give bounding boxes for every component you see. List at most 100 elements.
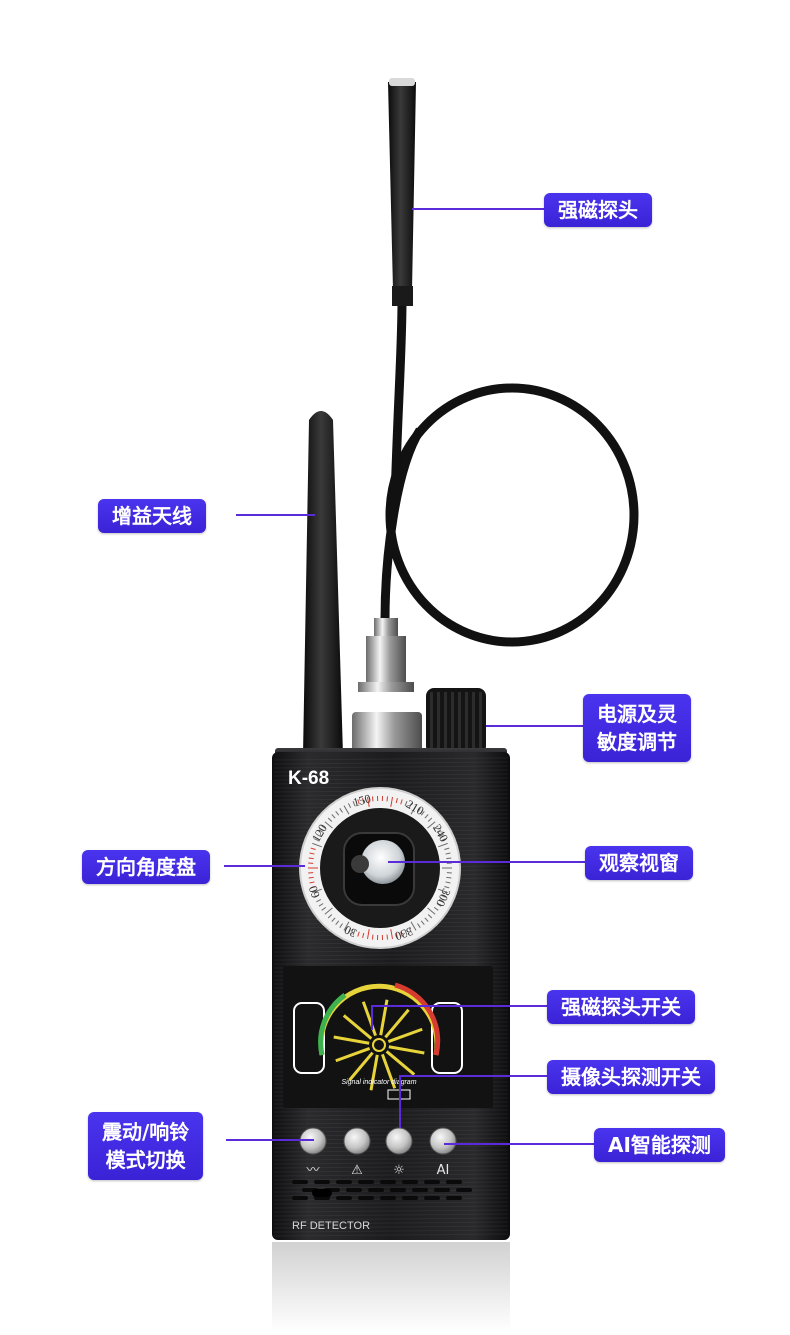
dial-tick-marks bbox=[308, 796, 452, 940]
grille-slot bbox=[380, 1180, 396, 1184]
brush-line bbox=[273, 1185, 509, 1189]
dial-tick bbox=[438, 842, 448, 848]
gauge-caption: Signal indicator diagram bbox=[341, 1079, 416, 1086]
gauge-ray bbox=[342, 1014, 373, 1040]
dial-number: 60 bbox=[306, 884, 323, 900]
grille-slot bbox=[368, 1188, 384, 1192]
dial-tick bbox=[436, 829, 442, 833]
dial-tick bbox=[347, 803, 352, 809]
dial-tick bbox=[310, 885, 316, 889]
dial-tick bbox=[312, 842, 322, 848]
control-buttons: 〰⚠☼AI bbox=[299, 1127, 457, 1178]
brush-line bbox=[273, 757, 509, 761]
probe-connector-nut bbox=[374, 618, 398, 636]
brush-line bbox=[273, 1113, 509, 1117]
brush-line bbox=[273, 1169, 509, 1173]
grille-slot bbox=[402, 1180, 418, 1184]
brush-line bbox=[273, 1173, 509, 1177]
dial-tick bbox=[316, 899, 322, 903]
callout-vibrate-ring-line1: 震动/响铃 bbox=[102, 1120, 190, 1144]
brush-line bbox=[273, 1161, 509, 1165]
dial-tick bbox=[408, 803, 413, 809]
dial-tick bbox=[410, 805, 417, 815]
dial-tick bbox=[308, 857, 314, 860]
dial-tick bbox=[436, 903, 442, 907]
dial-tick bbox=[420, 920, 425, 926]
brand-text: RF DETECTOR bbox=[292, 1220, 370, 1232]
callout-gain-antenna: 增益天线 bbox=[98, 499, 206, 533]
grille-slot bbox=[390, 1188, 406, 1192]
brush-line bbox=[273, 781, 509, 785]
magnet-probe-icon: ⚠ bbox=[351, 1163, 363, 1178]
brush-line bbox=[273, 953, 509, 957]
dial-tick bbox=[420, 810, 425, 816]
brush-line bbox=[273, 1229, 509, 1233]
dial-tick bbox=[427, 817, 433, 822]
dial-tick bbox=[390, 797, 393, 808]
grille-slot bbox=[336, 1180, 352, 1184]
callout-power-sensitivity-line1: 电源及灵 bbox=[597, 702, 677, 726]
callout-camera-probe-switch: 摄像头探测开关 bbox=[547, 1060, 715, 1094]
knob-ridge bbox=[465, 692, 468, 750]
dial-tick bbox=[327, 914, 333, 919]
dial-tick bbox=[438, 833, 444, 837]
gauge-ray bbox=[361, 1001, 377, 1037]
dial-tick bbox=[446, 876, 452, 879]
observation-lens-shadow bbox=[351, 855, 369, 873]
knob-ridge bbox=[479, 692, 482, 750]
gauge-ray bbox=[385, 1050, 416, 1076]
dial-tick bbox=[331, 814, 336, 819]
signal-gauge-rays bbox=[333, 999, 425, 1091]
dial-tick bbox=[441, 894, 446, 898]
observation-lens bbox=[361, 840, 405, 884]
dial-tick bbox=[433, 906, 439, 911]
callout-ai-detection: AI智能探测 bbox=[594, 1128, 725, 1162]
dial-tick bbox=[318, 903, 324, 907]
grille-slot bbox=[346, 1188, 362, 1192]
dial-tick bbox=[395, 932, 398, 938]
grille-slot bbox=[358, 1180, 374, 1184]
dial-tick bbox=[362, 798, 365, 804]
probe-connector-body bbox=[366, 636, 406, 682]
dial-tick bbox=[357, 799, 360, 805]
dial-tick bbox=[400, 799, 403, 805]
brush-line bbox=[273, 1121, 509, 1125]
gooseneck-upper bbox=[390, 299, 407, 501]
callout-vibrate-ring-mode: 震动/响铃 模式切换 bbox=[88, 1112, 204, 1180]
callout-magnet-probe-switch: 强磁探头开关 bbox=[547, 990, 695, 1024]
brush-line bbox=[273, 1217, 509, 1221]
control-button bbox=[385, 1127, 413, 1155]
grille-slot bbox=[292, 1196, 308, 1200]
brush-line bbox=[273, 1233, 509, 1237]
brush-line bbox=[273, 1201, 509, 1205]
dial-tick bbox=[331, 917, 336, 922]
brush-line bbox=[273, 1153, 509, 1157]
callout-power-sensitivity: 电源及灵 敏度调节 bbox=[583, 694, 691, 762]
dial-tick bbox=[400, 931, 403, 937]
sun-icon: ☼ bbox=[393, 1163, 405, 1178]
callout-vibrate-ring-line2: 模式切换 bbox=[105, 1148, 186, 1172]
dial-tick bbox=[404, 801, 408, 807]
usb-port bbox=[312, 1189, 332, 1197]
dial-tick bbox=[445, 852, 451, 855]
dial-tick bbox=[444, 885, 450, 889]
brush-line bbox=[273, 761, 509, 765]
grille-slot bbox=[314, 1180, 330, 1184]
dial-tick bbox=[324, 821, 333, 829]
brush-line bbox=[273, 1193, 509, 1197]
dial-tick bbox=[410, 921, 417, 931]
grille-slot bbox=[412, 1188, 428, 1192]
dial-tick bbox=[357, 931, 360, 937]
gauge-ray bbox=[348, 1051, 374, 1082]
dial-number: 150 bbox=[351, 791, 372, 809]
gain-antenna bbox=[303, 411, 343, 755]
display-panel-right-bar bbox=[431, 1002, 463, 1074]
dial-tick bbox=[347, 927, 352, 933]
callout-power-sensitivity-line2: 敏度调节 bbox=[597, 730, 677, 754]
brush-line bbox=[273, 769, 509, 773]
brush-line bbox=[273, 1177, 509, 1181]
dial-tick bbox=[444, 847, 450, 851]
gauge-ray bbox=[381, 1053, 397, 1089]
